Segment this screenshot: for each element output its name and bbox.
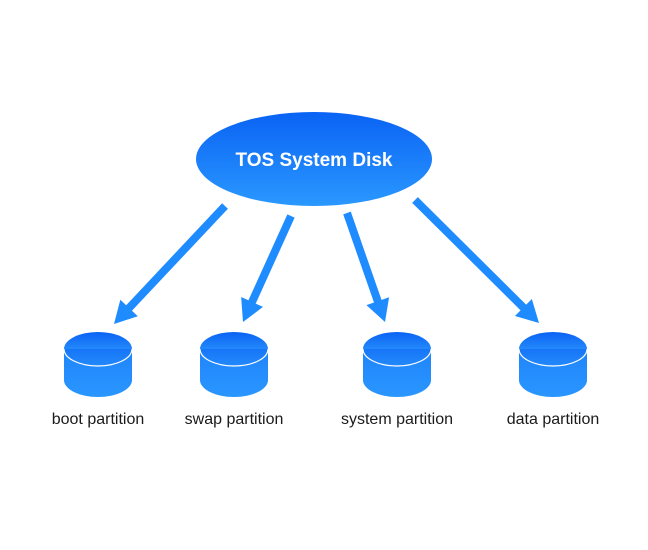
partition-label-swap: swap partition [185, 411, 284, 428]
partition-label-data: data partition [507, 411, 600, 428]
arrow-to-data [412, 197, 539, 323]
arrow-head [514, 298, 539, 323]
partition-label-boot: boot partition [52, 411, 145, 428]
partition-node-boot [63, 331, 133, 397]
arrow-head [366, 297, 390, 322]
partition-label-system: system partition [341, 411, 453, 428]
arrow-head [114, 299, 138, 324]
partition-node-system [362, 331, 432, 397]
partition-node-data [518, 331, 588, 397]
root-node: TOS System Disk [196, 112, 432, 206]
arrow-to-boot [114, 203, 228, 324]
root-label: TOS System Disk [235, 150, 392, 171]
arrow-head [241, 297, 264, 322]
partitions-group [63, 331, 588, 397]
cylinder-top-cap [200, 332, 268, 349]
arrow-shaft [124, 203, 228, 313]
arrows-group [114, 197, 539, 324]
arrow-to-swap [241, 214, 295, 322]
cylinder-top-cap [519, 332, 587, 349]
cylinder-top-cap [64, 332, 132, 349]
arrow-shaft [343, 211, 383, 305]
arrow-to-system [343, 211, 390, 322]
partition-node-swap [199, 331, 269, 397]
arrow-shaft [412, 197, 528, 312]
arrow-shaft [247, 214, 295, 306]
cylinder-top-cap [363, 332, 431, 349]
root-ellipse [196, 112, 432, 206]
